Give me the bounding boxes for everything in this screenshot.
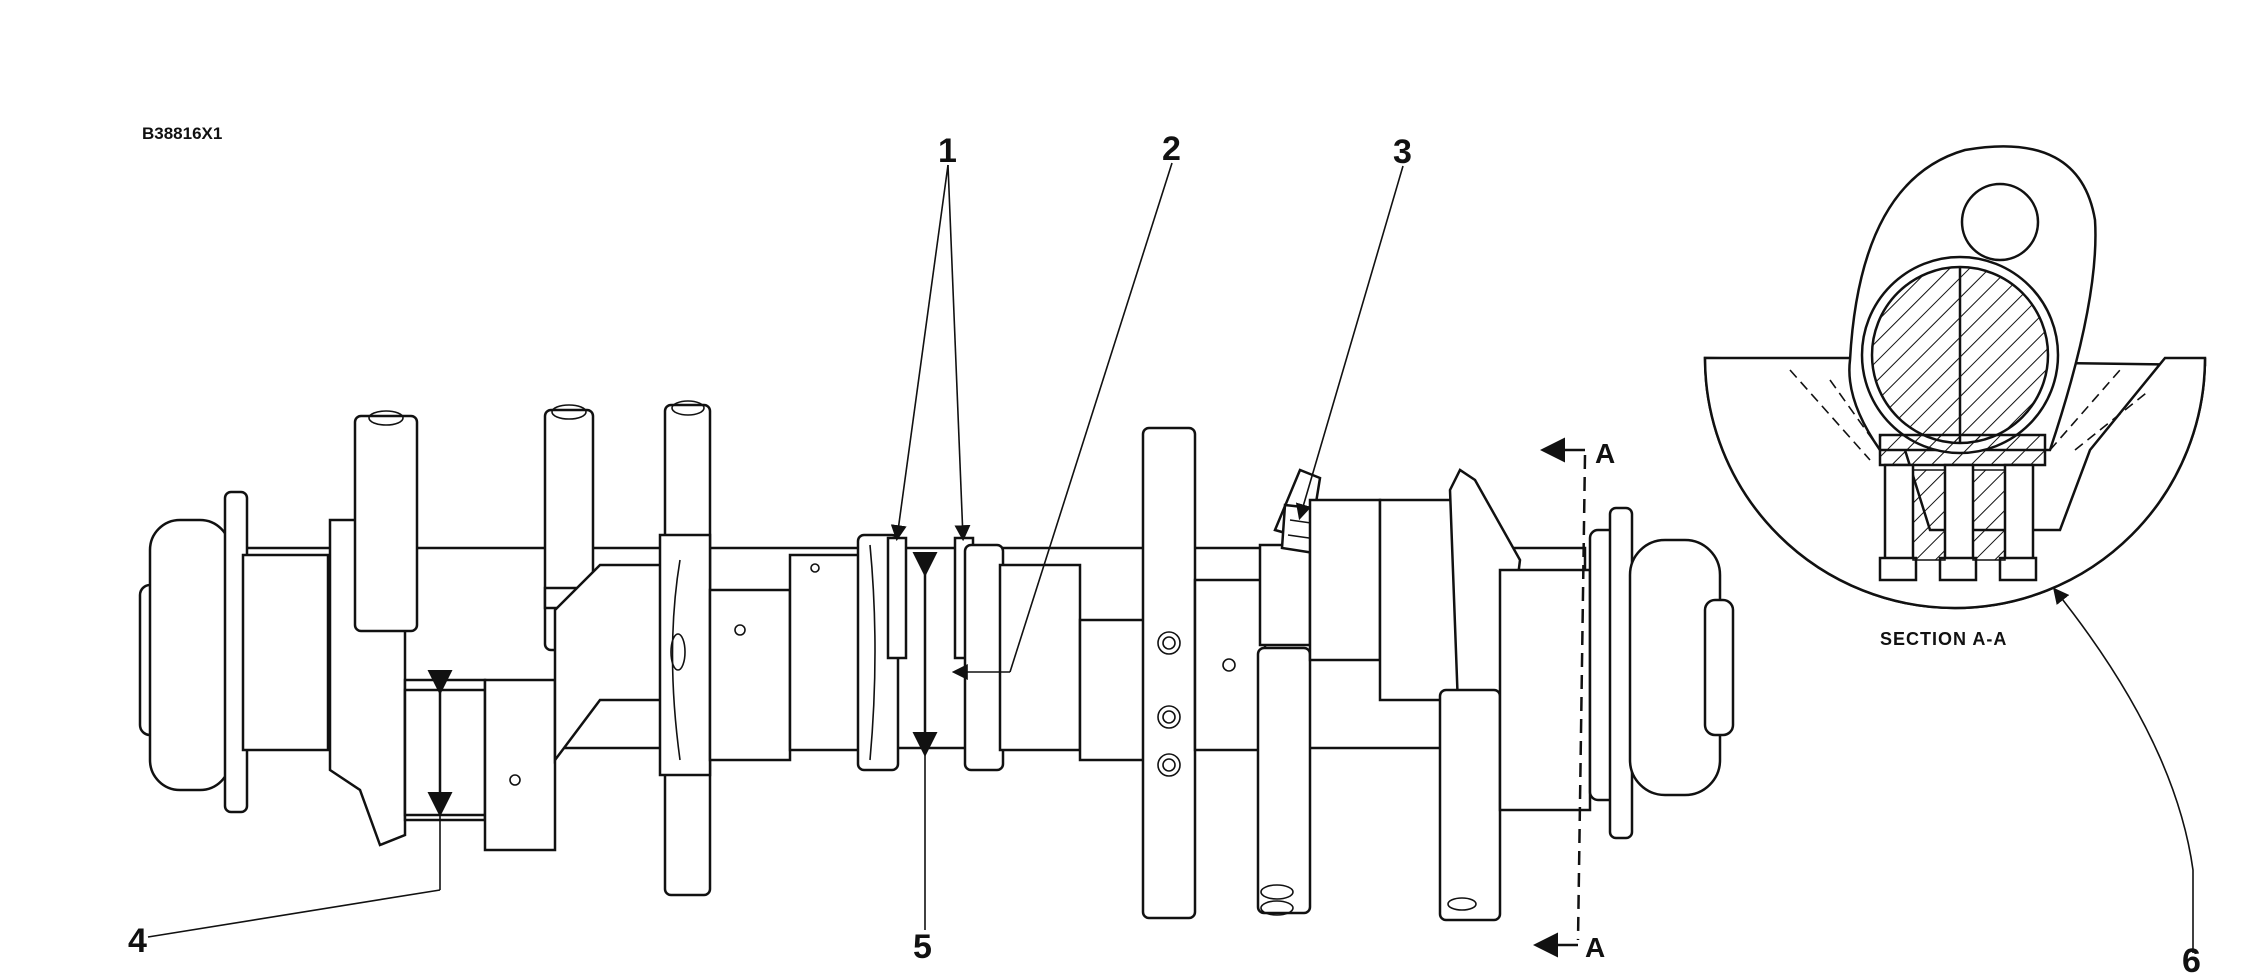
leader-1a (890, 164, 949, 542)
callout-6: 6 (2182, 942, 2201, 979)
section-mark-bottom: A (1585, 932, 1605, 963)
section-cut-line: A A (1533, 437, 1615, 963)
leader-6 (2053, 587, 2194, 953)
front-webs (1078, 426, 1312, 920)
bolt-head-left (1878, 556, 1918, 582)
leader-2 (1009, 162, 1173, 673)
second-web (483, 404, 672, 852)
callout-4: 4 (128, 922, 147, 960)
callout-2: 2 (1162, 130, 1181, 168)
rear-webs (1308, 468, 1592, 922)
right-end-flange (1588, 506, 1735, 840)
leader-1b (947, 164, 971, 542)
center-webs (788, 533, 1082, 772)
left-end-flange (138, 490, 330, 814)
third-web (658, 400, 792, 897)
bolt-head-center (1938, 556, 1978, 582)
section-view: SECTION A-A (1703, 145, 2207, 649)
callout-leaders (147, 162, 2194, 953)
callout-1: 1 (938, 132, 957, 170)
section-mark-top: A (1595, 438, 1615, 469)
bearing-cap (1878, 433, 2047, 467)
drawing-code: B38816X1 (142, 124, 222, 143)
main-journal-4 (403, 688, 487, 817)
leader-4 (147, 889, 441, 938)
callout-5: 5 (913, 928, 932, 966)
section-label: SECTION A-A (1880, 629, 2007, 649)
leader-3 (1295, 165, 1404, 521)
crankshaft (138, 400, 1735, 922)
bolt-head-right (1998, 556, 2038, 582)
callout-3: 3 (1393, 133, 1412, 171)
thrust-washer-left (886, 536, 908, 660)
